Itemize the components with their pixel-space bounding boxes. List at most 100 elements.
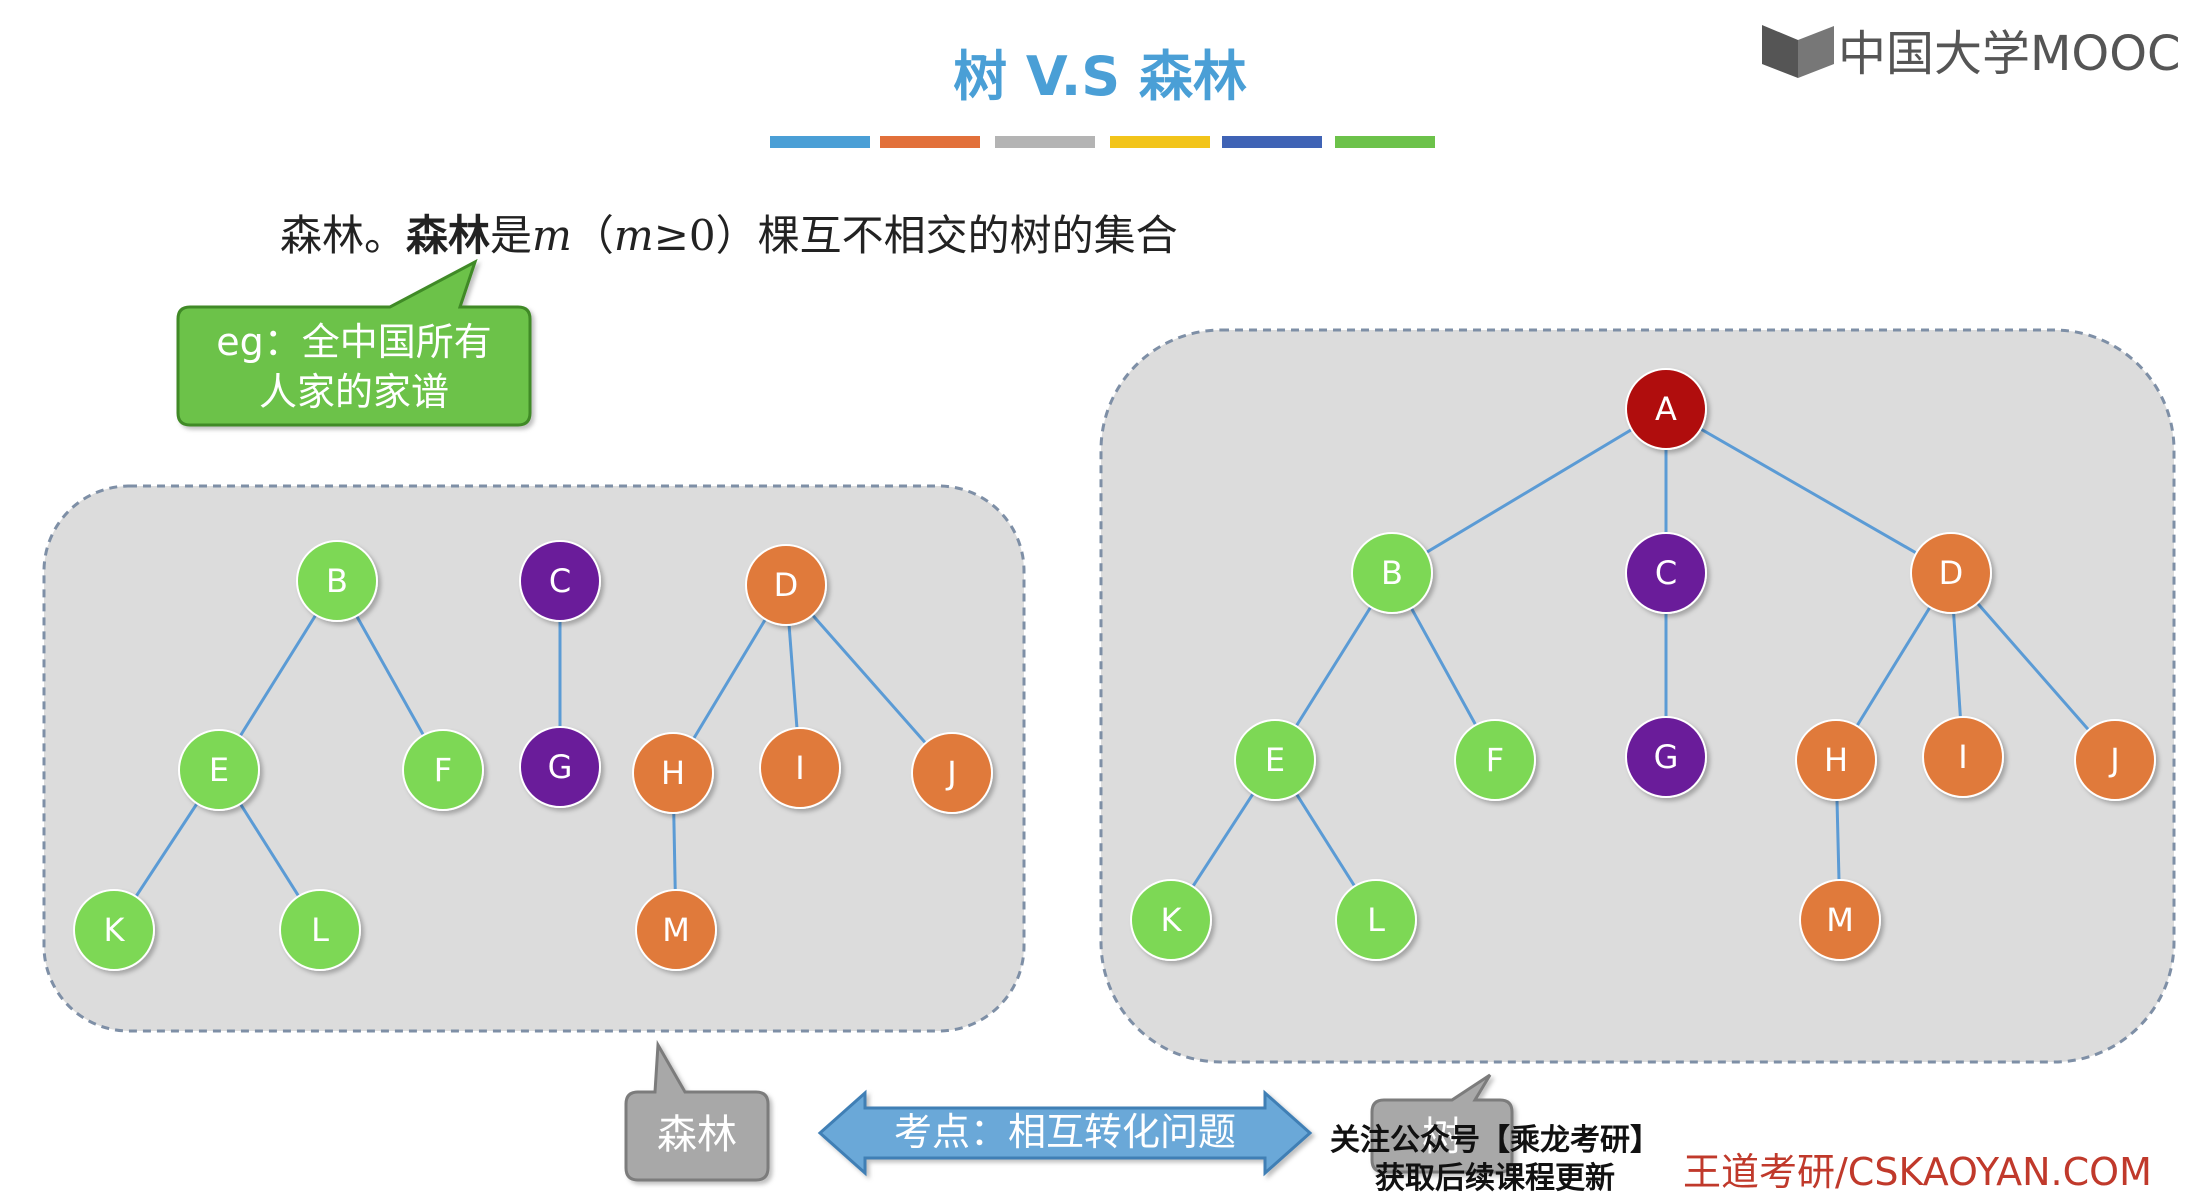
forest-label-callout: 森林 bbox=[624, 1039, 770, 1182]
forest-edge-d-j bbox=[784, 584, 954, 774]
tree-node-k: K bbox=[1130, 879, 1212, 961]
book-icon bbox=[1762, 25, 1798, 78]
tree-node-l: L bbox=[1335, 879, 1417, 961]
forest-node-circle bbox=[178, 729, 260, 811]
forest-node-label: L bbox=[311, 911, 329, 949]
definition-m2: m bbox=[614, 211, 654, 260]
forest-label: 森林 bbox=[657, 1112, 737, 1158]
tree-node-b: B bbox=[1351, 532, 1433, 614]
forest-node-i: I bbox=[759, 727, 841, 809]
conversion-arrow-text: 考点：相互转化问题 bbox=[894, 1110, 1236, 1154]
forest-nodes: B E F K L C G D H I J M bbox=[73, 540, 993, 971]
forest-node-h: H bbox=[632, 732, 714, 814]
forest-node-circle bbox=[745, 544, 827, 626]
forest-node-label: B bbox=[326, 562, 348, 600]
tree-node-label: B bbox=[1381, 554, 1403, 592]
color-bar-segment bbox=[880, 136, 980, 148]
tree-node-c: C bbox=[1625, 532, 1707, 614]
tree-label: 树 bbox=[1422, 1114, 1462, 1160]
tree-node-d: D bbox=[1910, 532, 1992, 614]
tree-node-circle bbox=[1454, 719, 1536, 801]
forest-node-l: L bbox=[279, 889, 361, 971]
forest-node-circle bbox=[279, 889, 361, 971]
tree-node-circle bbox=[1625, 716, 1707, 798]
forest-node-circle bbox=[632, 732, 714, 814]
tree-edge-a-d bbox=[1665, 407, 1952, 575]
tree-node-f: F bbox=[1454, 719, 1536, 801]
forest-node-j: J bbox=[911, 732, 993, 814]
tree-nodes: A B C D E F G H I J K L M bbox=[1130, 368, 2156, 961]
forest-node-label: K bbox=[104, 911, 126, 949]
watermark-line1: 关注公众号【乘龙考研】 bbox=[1330, 1123, 1660, 1158]
tree-node-m: M bbox=[1799, 879, 1881, 961]
definition-m1: m bbox=[532, 211, 572, 260]
definition-paren-close: ） bbox=[716, 211, 758, 260]
tree-node-label: A bbox=[1655, 390, 1677, 428]
tree-node-circle bbox=[1625, 532, 1707, 614]
definition-prefix: 森林。 bbox=[280, 211, 406, 260]
forest-node-circle bbox=[296, 540, 378, 622]
tree-node-circle bbox=[1130, 879, 1212, 961]
color-bar-segment bbox=[770, 136, 870, 148]
forest-node-circle bbox=[402, 729, 484, 811]
example-callout-line1: eg：全中国所有 bbox=[216, 320, 492, 364]
logo-text: 中国大学MOOC bbox=[1838, 26, 2181, 82]
forest-node-e: E bbox=[178, 729, 260, 811]
example-callout-line2: 人家的家谱 bbox=[259, 370, 449, 414]
tree-node-label: K bbox=[1161, 901, 1183, 939]
tree-node-h: H bbox=[1795, 719, 1877, 801]
definition-mid: 是 bbox=[490, 211, 532, 260]
tree-edge-d-j bbox=[1949, 572, 2117, 761]
tree-node-circle bbox=[1799, 879, 1881, 961]
definition-suffix: 棵互不相交的树的集合 bbox=[758, 211, 1178, 260]
forest-node-label: I bbox=[795, 749, 804, 787]
tree-node-label: L bbox=[1367, 901, 1385, 939]
tree-node-a: A bbox=[1625, 368, 1707, 450]
forest-node-c: C bbox=[519, 540, 601, 622]
definition-text: 森林。森林是m（m≥0）棵互不相交的树的集合 bbox=[280, 211, 1178, 260]
forest-node-circle bbox=[911, 732, 993, 814]
forest-node-label: M bbox=[662, 911, 690, 949]
forest-node-b: B bbox=[296, 540, 378, 622]
definition-cond: ≥0 bbox=[654, 211, 716, 260]
mooc-logo: 中国大学MOOC bbox=[1762, 25, 2181, 82]
tree-node-circle bbox=[1795, 719, 1877, 801]
forest-node-circle bbox=[759, 727, 841, 809]
tree-node-label: I bbox=[1958, 738, 1967, 776]
forest-node-label: D bbox=[774, 566, 799, 604]
conversion-arrow: 考点：相互转化问题 bbox=[817, 1089, 1313, 1177]
tree-node-circle bbox=[1351, 532, 1433, 614]
forest-node-circle bbox=[519, 540, 601, 622]
forest-node-m: M bbox=[635, 889, 717, 971]
tree-node-label: M bbox=[1826, 901, 1854, 939]
watermark: 关注公众号【乘龙考研】 获取后续课程更新 bbox=[1330, 1123, 1660, 1194]
forest-node-k: K bbox=[73, 889, 155, 971]
forest-node-label: G bbox=[548, 748, 573, 786]
tree-node-j: J bbox=[2074, 719, 2156, 801]
watermark-line2: 获取后续课程更新 bbox=[1375, 1161, 1615, 1194]
title-color-bar bbox=[770, 136, 1435, 148]
color-bar-segment bbox=[1335, 136, 1435, 148]
tree-node-i: I bbox=[1922, 716, 2004, 798]
color-bar-segment bbox=[1222, 136, 1322, 148]
tree-node-label: F bbox=[1486, 741, 1504, 779]
tree-node-label: J bbox=[2108, 741, 2119, 779]
forest-node-circle bbox=[635, 889, 717, 971]
tree-node-circle bbox=[1234, 719, 1316, 801]
color-bar-segment bbox=[995, 136, 1095, 148]
tree-node-circle bbox=[1625, 368, 1707, 450]
footer-brand: 王道考研/CSKAOYAN.COM bbox=[1683, 1150, 2152, 1194]
color-bar-segment bbox=[1110, 136, 1210, 148]
page-title: 树 V.S 森林 bbox=[953, 45, 1247, 108]
tree-node-g: G bbox=[1625, 716, 1707, 798]
tree-node-circle bbox=[1910, 532, 1992, 614]
tree-node-circle bbox=[1922, 716, 2004, 798]
tree-node-label: D bbox=[1939, 554, 1964, 592]
forest-node-label: C bbox=[549, 562, 571, 600]
forest-node-label: F bbox=[434, 751, 452, 789]
tree-node-e: E bbox=[1234, 719, 1316, 801]
tree-node-circle bbox=[1335, 879, 1417, 961]
forest-node-label: J bbox=[945, 754, 956, 792]
forest-node-circle bbox=[73, 889, 155, 971]
